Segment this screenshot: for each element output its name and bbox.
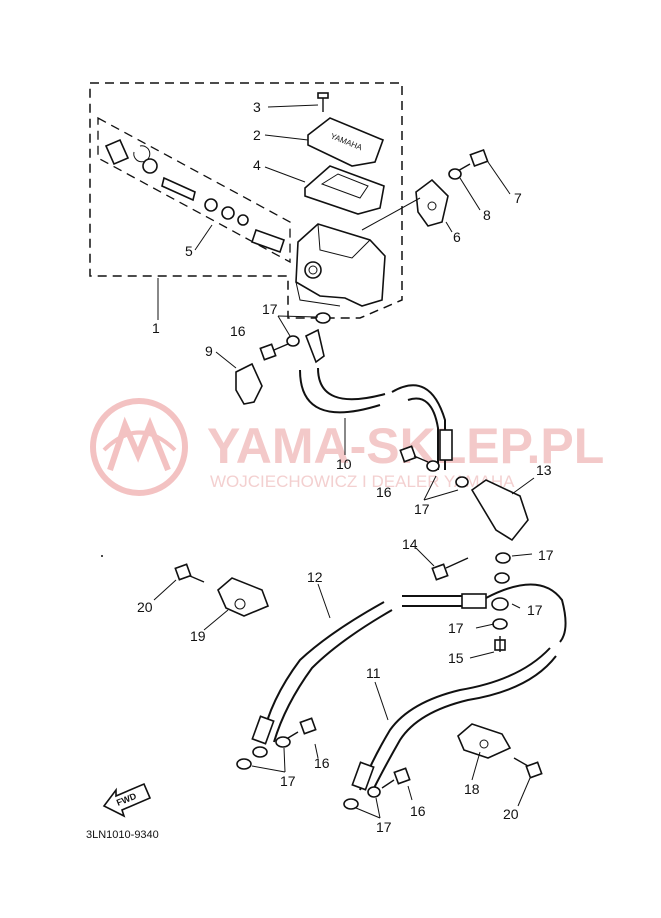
callout-5: 5: [185, 243, 193, 259]
hose-clamp-right: [457, 723, 512, 781]
callout-10: 10: [336, 456, 352, 472]
master-cylinder-body: [295, 223, 386, 307]
callout-17-left: 17: [280, 773, 296, 789]
callout-1: 1: [152, 320, 160, 336]
callout-3: 3: [253, 99, 261, 115]
callout-18: 18: [464, 781, 480, 797]
callout-16-right: 16: [410, 803, 426, 819]
hose-clamp-left: [203, 577, 270, 631]
right-union-bolt: [355, 767, 413, 819]
callout-17-r2: 17: [527, 602, 543, 618]
piston-kit: [104, 138, 286, 254]
clamp-bolt: [455, 148, 511, 195]
callout-11: 11: [366, 665, 381, 681]
clamp-bolt-left: [153, 563, 205, 601]
clamp-holder: [361, 178, 453, 233]
brake-hose-right: [343, 647, 557, 810]
callout-17-right: 17: [376, 819, 392, 835]
brake-hose-left: [251, 583, 567, 758]
diagram-code: 3LN1010-9340: [86, 829, 159, 841]
callout-17-r3: 17: [448, 620, 464, 636]
callout-20-right: 20: [503, 806, 519, 822]
left-union-bolt: [236, 717, 319, 773]
brake-hose-upper: [299, 328, 453, 470]
callout-16-left: 16: [314, 755, 330, 771]
callout-6: 6: [453, 229, 461, 245]
clamp-bolt-right: [513, 757, 543, 807]
watermark-tagline: WOJCIECHOWICZ I DEALER YAMAHA: [210, 472, 515, 491]
hose-joint: [470, 477, 535, 542]
callout-16-upper: 16: [230, 323, 246, 339]
callout-17-r1: 17: [538, 547, 554, 563]
cover-screw: [267, 92, 329, 112]
middle-union-bolt: [399, 445, 469, 501]
master-cylinder-assembly-outline: [89, 82, 403, 320]
callout-20-left: 20: [137, 599, 153, 615]
joint-bolt: [415, 547, 469, 581]
lower-union-fittings: [469, 552, 533, 659]
watermark-brand: YAMA-SKLEP.PL: [207, 418, 604, 474]
callout-labels: 1 2 3 4 5 6 7 8 9 10 11 12 13 14 15 16 1…: [137, 99, 554, 835]
upper-union-bolt: [259, 312, 331, 361]
clamp-washer: [448, 168, 481, 211]
watermark-logo-icon: [90, 398, 188, 496]
callout-7: 7: [514, 190, 522, 206]
reservoir-cover: YAMAHA: [264, 117, 385, 167]
callout-12: 12: [307, 569, 323, 585]
callout-2: 2: [253, 127, 261, 143]
callout-4: 4: [253, 157, 261, 173]
callout-16-middle: 16: [376, 484, 392, 500]
forward-arrow-icon: FWD: [102, 782, 152, 818]
callout-17-middle: 17: [414, 501, 430, 517]
callout-15: 15: [448, 650, 464, 666]
callout-8: 8: [483, 207, 491, 223]
stray-dot: [101, 555, 103, 557]
watermark: YAMA-SKLEP.PL WOJCIECHOWICZ I DEALER YAM…: [90, 398, 604, 496]
callout-13: 13: [536, 462, 552, 478]
diaphragm: [264, 165, 385, 215]
bleed-screw-cap: [215, 351, 263, 405]
callout-17-upper: 17: [262, 301, 278, 317]
callout-19: 19: [190, 628, 206, 644]
callout-14: 14: [402, 536, 418, 552]
callout-9: 9: [205, 343, 213, 359]
